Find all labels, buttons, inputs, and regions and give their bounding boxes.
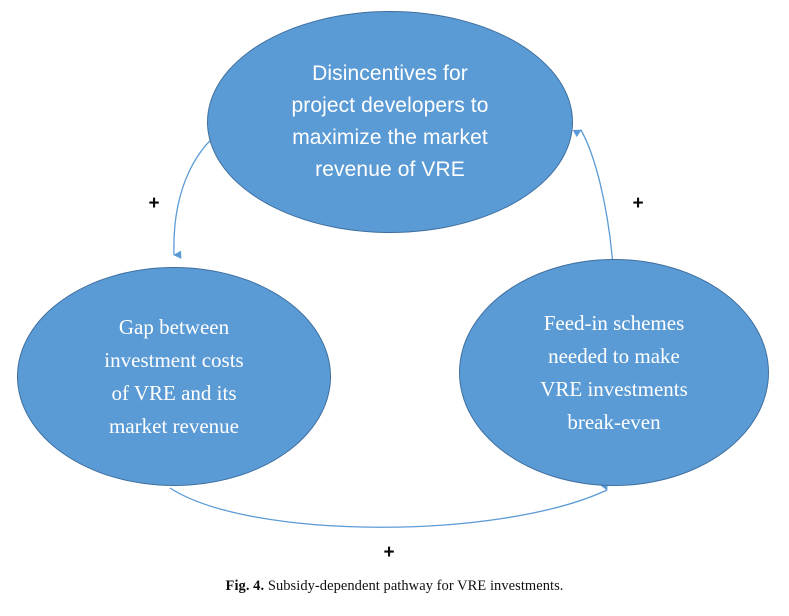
- edge-gap-to-feedin: [169, 481, 608, 528]
- figure-caption-text: Subsidy-dependent pathway for VRE invest…: [267, 578, 564, 594]
- node-feedin-label: Feed-in schemes needed to make VRE inves…: [540, 310, 688, 434]
- node-disincentives[interactable]: Disincentives for project developers to …: [207, 11, 573, 233]
- polarity-label-bottom: +: [383, 542, 395, 563]
- node-gap[interactable]: Gap between investment costs of VRE and …: [17, 267, 331, 486]
- figure-caption: Fig. 4. Subsidy-dependent pathway for VR…: [0, 578, 789, 595]
- node-feedin[interactable]: Feed-in schemes needed to make VRE inves…: [459, 259, 769, 486]
- polarity-label-left: +: [148, 193, 160, 214]
- node-disincentives-label: Disincentives for project developers to …: [291, 62, 489, 181]
- polarity-label-right: +: [632, 193, 644, 214]
- node-gap-label: Gap between investment costs of VRE and …: [104, 314, 244, 438]
- figure-caption-number: Fig. 4.: [225, 578, 265, 594]
- edge-feedin-to-disincentives: [572, 129, 614, 267]
